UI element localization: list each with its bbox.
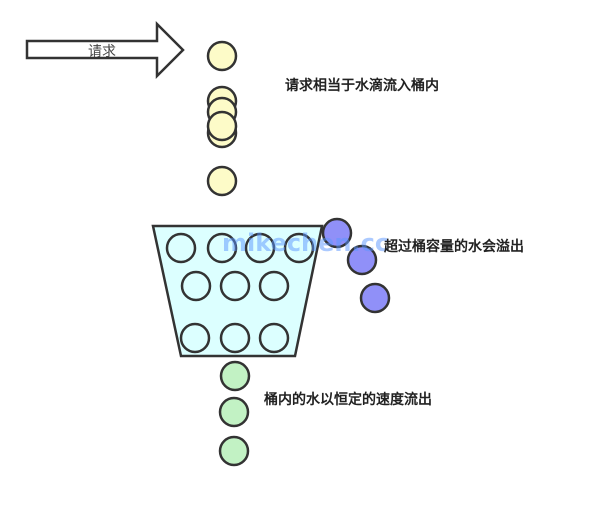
incoming-drops bbox=[206, 40, 238, 197]
incoming-drop bbox=[206, 110, 238, 142]
arrow-label: 请求 bbox=[88, 44, 116, 60]
outflow-drop bbox=[219, 360, 251, 392]
bucket-drop bbox=[244, 232, 276, 264]
bucket-drops bbox=[165, 232, 315, 354]
bucket-drop bbox=[219, 270, 251, 302]
outflow-label: 桶内的水以恒定的速度流出 bbox=[264, 392, 432, 408]
incoming-drop bbox=[206, 40, 238, 72]
bucket-drop bbox=[165, 232, 197, 264]
watermark: mikechen.cc bbox=[222, 229, 390, 257]
overflow-drops bbox=[321, 217, 391, 314]
incoming-drop bbox=[206, 165, 238, 197]
outflow-drop bbox=[218, 435, 250, 467]
outflow-drops bbox=[218, 360, 251, 467]
inflow-label: 请求相当于水滴流入桶内 bbox=[285, 78, 439, 94]
bucket-drop bbox=[258, 322, 290, 354]
overflow-label: 超过桶容量的水会溢出 bbox=[384, 239, 524, 255]
bucket-drop bbox=[206, 232, 238, 264]
bucket-drop bbox=[258, 270, 290, 302]
bucket-drop bbox=[283, 232, 315, 264]
overflow-drop bbox=[321, 217, 353, 249]
bucket-drop bbox=[219, 322, 251, 354]
request-arrow bbox=[25, 20, 185, 80]
overflow-drop bbox=[359, 282, 391, 314]
outflow-drop bbox=[218, 396, 250, 428]
bucket-drop bbox=[180, 270, 212, 302]
overflow-drop bbox=[346, 244, 378, 276]
bucket-drop bbox=[179, 322, 211, 354]
